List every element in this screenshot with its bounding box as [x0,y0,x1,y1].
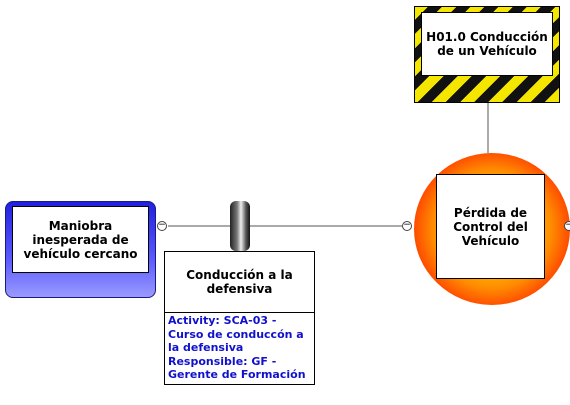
barrier-control-box[interactable]: Conducción a la defensiva Activity: SCA-… [164,251,315,385]
top-event-node[interactable]: Pérdida de Control del Vehículo [414,153,570,305]
barrier-band[interactable] [230,201,250,251]
top-event-label: Pérdida de Control del Vehículo [436,174,545,279]
top-event-right-collapse-button[interactable]: − [564,221,570,231]
threat-collapse-button[interactable]: − [157,220,167,231]
hazard-node[interactable]: H01.0 Conducción de un Vehículo [414,6,560,103]
top-event-left-collapse-button[interactable]: − [402,220,412,231]
barrier-responsible: Responsible: GF - Gerente de Formación [168,354,306,382]
barrier-title: Conducción a la defensiva [165,252,314,313]
barrier-details: Activity: SCA-03 - Curso de conduccón a … [168,314,313,382]
threat-label: Maniobra inesperada de vehículo cercano [12,206,149,273]
hazard-label: H01.0 Conducción de un Vehículo [421,12,553,76]
barrier-activity: Activity: SCA-03 - Curso de conduccón a … [168,314,304,354]
threat-node[interactable]: Maniobra inesperada de vehículo cercano [5,201,156,298]
